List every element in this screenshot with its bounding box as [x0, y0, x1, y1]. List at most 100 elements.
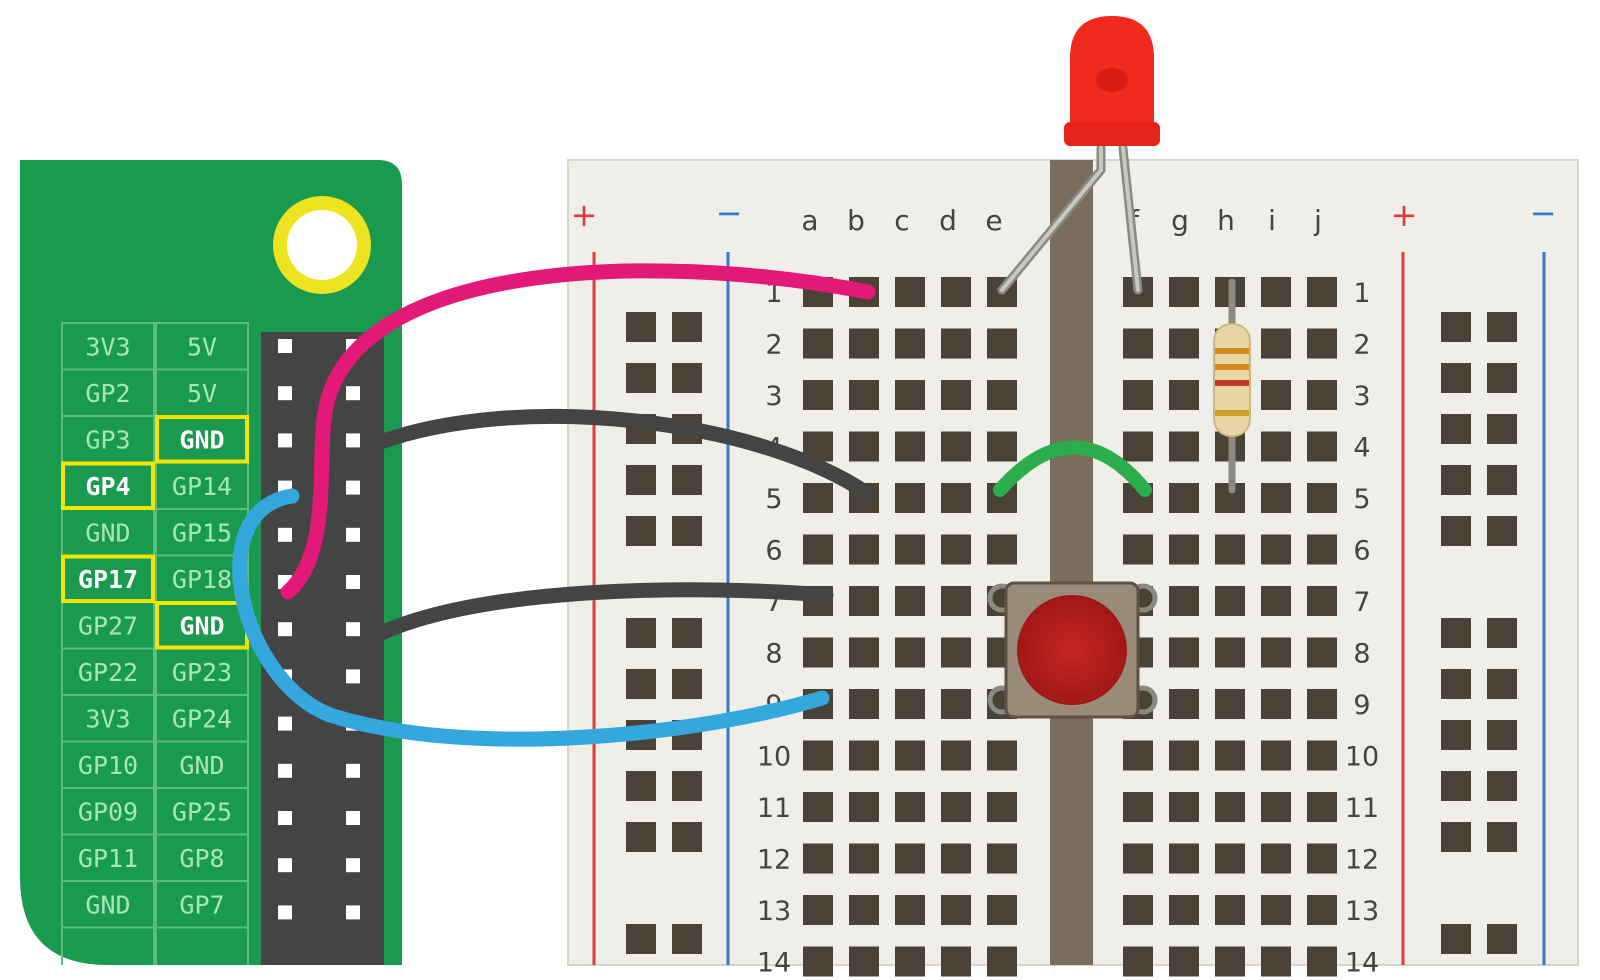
breadboard-hole [895, 483, 925, 513]
column-label: i [1268, 204, 1276, 237]
rail-hole [1441, 312, 1471, 342]
breadboard-hole [941, 689, 971, 719]
wire-black-row5 [367, 408, 876, 502]
header-pin [278, 858, 292, 873]
row-label-right: 9 [1353, 690, 1370, 721]
row-label-right: 8 [1353, 639, 1370, 670]
column-label: h [1217, 204, 1235, 237]
breadboard-hole [941, 792, 971, 822]
rail-hole [1487, 465, 1517, 495]
wire-pink-row1 [280, 263, 876, 600]
header-pin [278, 811, 292, 825]
breadboard-hole [895, 740, 925, 771]
header-pin [278, 905, 292, 920]
rail-hole [1441, 771, 1471, 801]
rail-hole [1441, 618, 1471, 648]
breadboard-hole [987, 946, 1017, 977]
resistor [1213, 278, 1251, 494]
breadboard-hole [803, 895, 833, 925]
row-label-right: 14 [1345, 948, 1379, 979]
pin-highlight-box [61, 554, 155, 603]
led-rim [1064, 122, 1160, 146]
breadboard-hole [1123, 431, 1153, 462]
breadboard-hole [1123, 946, 1153, 977]
row-label-right: 2 [1353, 330, 1370, 361]
breadboard-hole [1307, 534, 1337, 565]
breadboard-hole [895, 431, 925, 462]
header-pin [278, 716, 292, 731]
breadboard-hole [1215, 792, 1245, 822]
breadboard-hole [941, 946, 971, 977]
breadboard-hole [941, 895, 971, 925]
breadboard-hole [987, 895, 1017, 925]
column-label: e [985, 204, 1002, 237]
mounting-hole-inner [287, 210, 357, 280]
rail-hole [672, 312, 702, 342]
wire-green-jumper [993, 440, 1152, 497]
breadboard-hole [941, 637, 971, 668]
header-pin [346, 480, 360, 495]
breadboard-hole [1123, 328, 1153, 359]
resistor-band-3 [1215, 380, 1249, 386]
rail-hole [1441, 720, 1471, 750]
header-pin [278, 339, 292, 353]
row-label-right: 10 [1345, 742, 1379, 773]
rail-hole [672, 516, 702, 546]
rail-hole [1441, 822, 1471, 852]
rail-hole [626, 618, 656, 648]
rail-plus-left: + [571, 196, 598, 234]
column-label: j [1313, 204, 1322, 237]
pin-label: GP23 [172, 658, 232, 687]
breadboard-hole [803, 328, 833, 359]
pin-label-highlighted: GND [179, 425, 224, 454]
rail-minus-left: − [716, 194, 743, 232]
pin-label: GP11 [78, 844, 138, 873]
breadboard-hole [1261, 843, 1291, 874]
breadboard-hole [1261, 328, 1291, 359]
breadboard-hole [941, 843, 971, 874]
row-label-right: 13 [1345, 896, 1379, 927]
pin-label: GP3 [85, 425, 130, 454]
pin-label: GP25 [172, 797, 232, 826]
rail-hole [626, 822, 656, 852]
breadboard-hole [1307, 792, 1337, 822]
breadboard-hole [987, 843, 1017, 874]
rail-hole [626, 312, 656, 342]
wire-black-row7 [367, 582, 834, 644]
breadboard-hole [849, 534, 879, 565]
rail-hole [626, 363, 656, 393]
pin-label: GP7 [179, 890, 224, 919]
breadboard-hole [1169, 740, 1199, 771]
led-leg-cathode-hi [1000, 146, 1103, 292]
rail-hole [626, 516, 656, 546]
rail-hole [672, 822, 702, 852]
breadboard-hole [987, 792, 1017, 822]
header-pin [346, 575, 360, 589]
rail-hole [626, 669, 656, 699]
rail-hole [1441, 924, 1471, 954]
rail-hole [1487, 618, 1517, 648]
row-label-right: 6 [1353, 536, 1370, 567]
breadboard-hole [1123, 740, 1153, 771]
rail-minus-right: − [1530, 194, 1557, 232]
rail-hole [626, 924, 656, 954]
rail-hole [1487, 312, 1517, 342]
breadboard-hole [1261, 740, 1291, 771]
row-label-left: 3 [765, 381, 782, 412]
row-label-left: 12 [757, 845, 791, 876]
wires [232, 263, 876, 747]
breadboard-hole [1169, 534, 1199, 565]
breadboard-hole [1261, 431, 1291, 462]
breadboard-hole [1261, 946, 1291, 977]
rail-hole [672, 669, 702, 699]
row-label-right: 11 [1345, 793, 1379, 824]
breadboard-hole [803, 946, 833, 977]
breadboard-hole [987, 740, 1017, 771]
breadboard-hole [1169, 843, 1199, 874]
breadboard-hole [1261, 792, 1291, 822]
breadboard-hole [849, 843, 879, 874]
breadboard-hole [941, 740, 971, 771]
centre-channel [1050, 160, 1093, 965]
